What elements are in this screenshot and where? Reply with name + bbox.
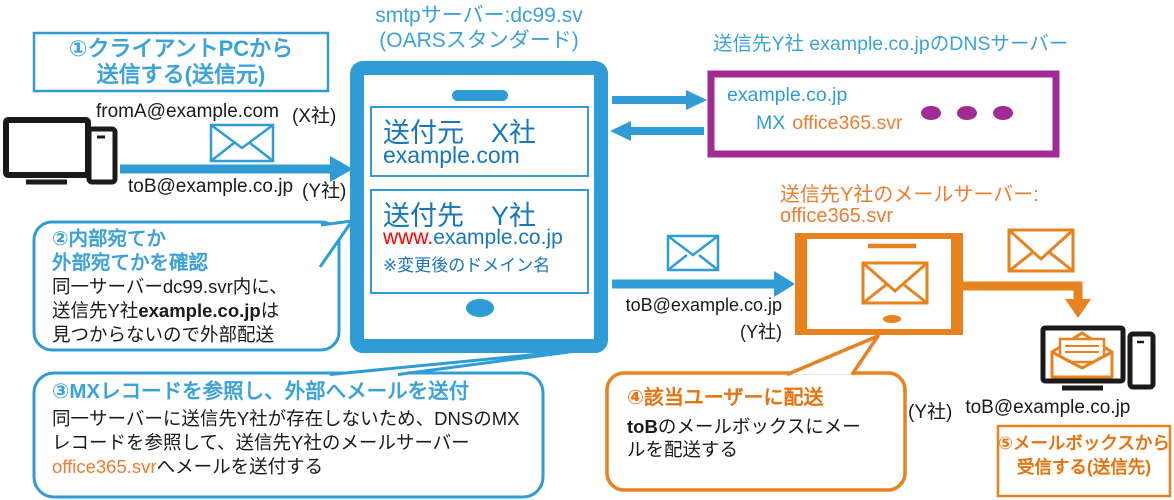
smtp-server-box (350, 61, 608, 353)
recipient-company: (Y社) (908, 402, 953, 423)
step3-heading: ③MXレコードを参照し、外部へメールを送付 (52, 380, 470, 403)
callout-step2-bubble (32, 219, 354, 352)
dns-mx-label: MX (756, 112, 786, 134)
step2-heading-line2: 外部宛てかを確認 (52, 252, 209, 274)
client-envelope-icon (209, 123, 275, 163)
step4-body-rest: のメールボックスにメールを配送する (627, 415, 861, 461)
smtp-server-title-line1: smtpサーバー:dc99.sv (375, 4, 583, 27)
smtp-server-title: smtpサーバー:dc99.sv (OARSスタンダード) (329, 3, 629, 53)
tablet-home-button (883, 315, 901, 323)
step3-body-line1: 同一サーバーに送信先Y社が存在しないため、DNSのMX (52, 408, 520, 429)
smtp-server-title-line2: (OARSスタンダード) (379, 29, 579, 52)
step5-box (996, 424, 1172, 498)
dns-server-box (707, 70, 1060, 158)
recipient-device-icon (1040, 325, 1156, 391)
delivery-envelope-icon (1007, 228, 1075, 273)
step4-body: toBのメールボックスにメールを配送する (627, 415, 877, 462)
open-envelope-icon (1050, 331, 1114, 379)
step4-body-bold: toB (627, 415, 658, 437)
dns-mx-record: MX office365.svr (756, 112, 902, 135)
smtp-sender-domain: example.com (383, 142, 520, 168)
step2-body-line2-bold: example.co.jp (138, 300, 261, 321)
relay-to-company: (Y社) (740, 322, 782, 342)
step4-text: ④該当ユーザーに配送 toBのメールボックスにメールを配送する (627, 387, 877, 462)
step2-body-line3: 見つからないので外部配送 (52, 324, 275, 345)
client-pc-icon (3, 117, 118, 185)
arrow-smtp-to-dns (612, 90, 707, 110)
recipient-address: toB@example.co.jp (965, 397, 1131, 418)
step3-body-line3-orange: office365.svr (52, 456, 157, 477)
relay-to-address: toB@example.co.jp (625, 295, 782, 315)
step4-heading: ④該当ユーザーに配送 (627, 387, 824, 409)
smtp-dest-entry-box (370, 189, 589, 294)
to-company: (Y社) (302, 181, 347, 202)
to-address: toB@example.co.jp (128, 176, 294, 197)
smtp-dest-note: ※変更後のドメイン名 (383, 256, 551, 275)
arrow-mailserver-to-recipient (963, 281, 1091, 318)
from-address: fromA@example.com (96, 101, 279, 122)
step5-line1: ⑤メールボックスから (998, 433, 1170, 453)
dns-domain: example.co.jp (727, 84, 848, 106)
step1-box (32, 31, 330, 93)
callout-step4-bubble (605, 334, 907, 492)
relay-envelope-icon (666, 234, 720, 272)
from-company: (X社) (291, 106, 337, 127)
tablet-top-bar (452, 90, 508, 101)
mail-server-label-line2: office365.svr (780, 205, 894, 227)
step5-line2: 受信する(送信先) (1016, 457, 1152, 477)
recipient-address-label: (Y社) toB@example.co.jp (908, 397, 1130, 424)
step1-line2: 送信する(送信元) (96, 62, 266, 87)
step3-body-line3-rest: へメールを送付する (156, 456, 324, 477)
mail-server-envelope-icon (861, 261, 929, 305)
step3-body-line2: レコードを参照して、送信先Y社のメールサーバー (52, 432, 470, 453)
step2-heading-line1: ②内部宛てか (52, 228, 167, 250)
step5-label: ⑤メールボックスから 受信する(送信先) (998, 431, 1170, 479)
mail-server-label-line1: 送信先Y社のメールサーバー: (780, 184, 1039, 206)
to-address-label: toB@example.co.jp (Y社) (128, 176, 346, 203)
smtp-sender-title: 送付元 X社 (383, 118, 537, 148)
mail-server-box (795, 233, 963, 335)
dest-domain-rest: example.co.jp (433, 226, 563, 249)
step2-body-line2-post: は (260, 300, 280, 321)
step2-text: ②内部宛てか 外部宛てかを確認 同一サーバーdc99.svr内に、 送信先Y社e… (52, 227, 288, 347)
smtp-sender-entry-box (370, 106, 589, 177)
step2-body-line2: 送信先Y社example.co.jpは (52, 299, 288, 323)
dns-server-label: 送信先Y社 example.co.jpのDNSサーバー (713, 33, 1069, 55)
step2-body-line2-pre: 送信先Y社 (52, 300, 139, 321)
step2-body-line1: 同一サーバーdc99.svr内に、 (52, 276, 288, 297)
step1-line1: ①クライアントPCから (68, 36, 294, 61)
dns-mx-value: office365.svr (792, 112, 903, 134)
arrow-smtp-to-mailserver (612, 271, 795, 297)
step3-text: ③MXレコードを参照し、外部へメールを送付 同一サーバーに送信先Y社が存在しない… (52, 380, 519, 479)
from-address-label: fromA@example.com (X社) (96, 101, 336, 128)
step1-label: ①クライアントPCから 送信する(送信元) (34, 36, 328, 88)
callout-step3-bubble (32, 347, 594, 499)
tablet-home-button (466, 299, 494, 317)
smtp-dest-domain: www.example.co.jp (383, 226, 563, 250)
arrow-client-to-smtp (120, 156, 353, 182)
smtp-dest-title: 送付先 Y社 (383, 201, 537, 231)
arrow-dns-to-smtp (610, 121, 704, 141)
dest-domain-www: www. (383, 226, 434, 249)
step3-body-line3: office365.svrへメールを送付する (52, 455, 519, 479)
dns-dots-icon (921, 106, 1013, 120)
